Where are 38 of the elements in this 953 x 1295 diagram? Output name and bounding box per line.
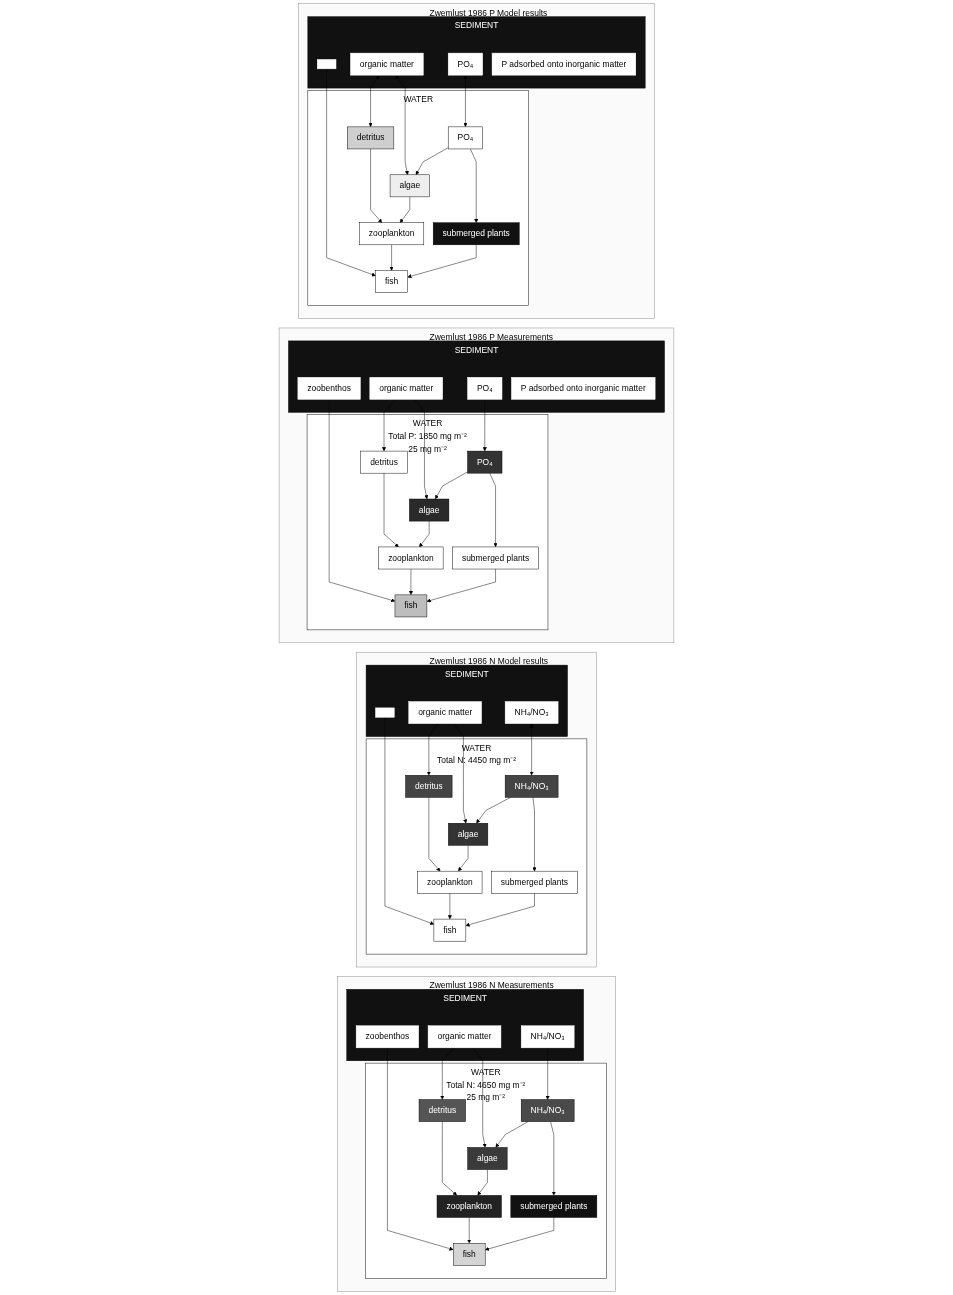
node-box: algae xyxy=(448,823,489,846)
node-box: zooplankton xyxy=(359,222,425,246)
node-box: PO₄ xyxy=(447,126,483,150)
node-box: algae xyxy=(389,174,430,198)
node-box: submerged plants xyxy=(452,546,539,570)
node-box: zoobenthos xyxy=(355,1025,419,1049)
node-box: detritus xyxy=(405,775,453,798)
node-box: submerged plants xyxy=(491,870,578,894)
node-box: organic matter xyxy=(408,701,482,724)
node-box: PO₄ xyxy=(467,450,503,474)
node-box: PO₄ xyxy=(467,377,503,400)
node-box: submerged plants xyxy=(432,222,520,246)
node-box: NH₄/NO₃ xyxy=(520,1099,575,1122)
node-box: organic matter xyxy=(369,377,443,400)
node-box: algae xyxy=(409,498,450,522)
node-box: fish xyxy=(375,270,408,293)
node-box: algae xyxy=(467,1147,508,1170)
node-box: zooplankton xyxy=(436,1195,502,1218)
node-box: submerged plants xyxy=(510,1195,598,1218)
node-box: detritus xyxy=(418,1099,466,1122)
node-box: zooplankton xyxy=(378,546,444,570)
node-box: detritus xyxy=(360,450,408,474)
node-box: NH₄/NO₃ xyxy=(504,701,559,724)
node-box: zooplankton xyxy=(417,870,483,894)
node-box: organic matter xyxy=(427,1025,502,1049)
node-box: fish xyxy=(394,594,428,618)
node-box: P adsorbed onto inorganic matter xyxy=(511,377,656,400)
node-box: fish xyxy=(453,1243,486,1266)
node-box: NH₄/NO₃ xyxy=(520,1025,575,1049)
node-box: fish xyxy=(433,918,467,942)
node-box: zoobenthos xyxy=(297,377,361,400)
node-box: NH₄/NO₃ xyxy=(504,775,559,798)
node-box: organic matter xyxy=(350,52,424,76)
node-box xyxy=(317,59,337,70)
node-box: P adsorbed onto inorganic matter xyxy=(491,52,636,76)
node-box xyxy=(375,707,395,718)
node-box: detritus xyxy=(347,126,395,150)
node-box: PO₄ xyxy=(447,52,483,76)
